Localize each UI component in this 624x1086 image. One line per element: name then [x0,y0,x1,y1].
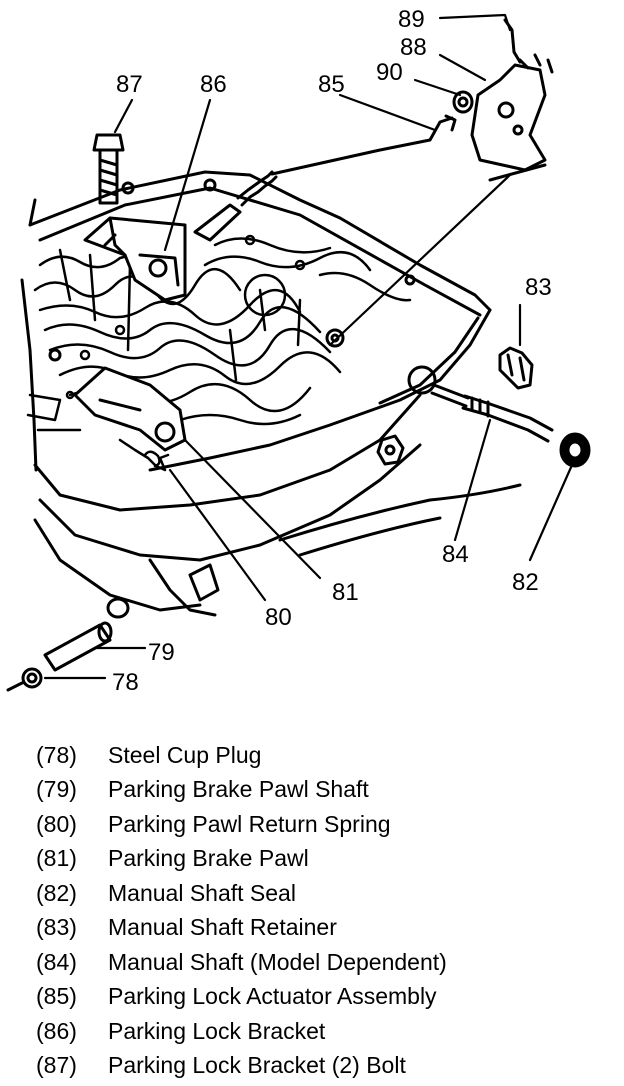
callout-87: 87 [116,71,143,98]
steel-cup-plug-part [6,667,43,692]
legend-description: Parking Lock Bracket (2) Bolt [108,1052,406,1079]
exploded-parts-diagram: 78 79 80 81 82 83 84 85 86 87 88 89 90 [6,6,591,696]
legend-item-81: (81) Parking Brake Pawl [36,842,616,877]
legend-description: Parking Lock Bracket [108,1017,326,1044]
legend-item-87: (87) Parking Lock Bracket (2) Bolt [36,1049,616,1084]
callout-89: 89 [398,6,425,33]
callout-81: 81 [332,579,359,606]
legend-description: Manual Shaft (Model Dependent) [108,948,447,975]
legend-number: (87) [36,1052,77,1079]
callout-83: 83 [525,274,552,301]
legend-item-79: (79) Parking Brake Pawl Shaft [36,773,616,808]
legend-description: Parking Pawl Return Spring [108,810,391,837]
legend-number: (85) [36,983,77,1010]
legend-item-84: (84) Manual Shaft (Model Dependent) [36,945,616,980]
callout-79: 79 [148,639,175,666]
legend-description: Parking Brake Pawl [108,845,309,872]
parking-lock-bracket-part [83,216,187,302]
case-nut-part [376,434,405,466]
legend-item-85: (85) Parking Lock Actuator Assembly [36,980,616,1015]
callout-88: 88 [400,34,427,61]
pawl-shaft-part [43,597,130,672]
legend-number: (86) [36,1017,77,1044]
legend-number: (83) [36,914,77,941]
legend-item-86: (86) Parking Lock Bracket [36,1014,616,1049]
legend-description: Manual Shaft Retainer [108,914,337,941]
legend-number: (81) [36,845,77,872]
callout-85: 85 [318,71,345,98]
manual-shift-lever-part [452,18,554,182]
legend-number: (78) [36,741,77,768]
legend-number: (79) [36,776,77,803]
manual-shaft-retainer-part [498,346,534,390]
callout-84: 84 [442,541,469,568]
leader-lines [43,13,574,680]
legend-number: (80) [36,810,77,837]
legend-number: (84) [36,948,77,975]
legend-item-82: (82) Manual Shaft Seal [36,876,616,911]
legend-description: Parking Lock Actuator Assembly [108,983,437,1010]
legend-description: Parking Brake Pawl Shaft [108,776,369,803]
callout-86: 86 [200,71,227,98]
legend-item-83: (83) Manual Shaft Retainer [36,911,616,946]
callout-labels: 78 79 80 81 82 83 84 85 86 87 88 89 90 [112,6,552,696]
callout-82: 82 [512,569,539,596]
callout-90: 90 [376,59,403,86]
callout-78: 78 [112,669,139,696]
legend-item-80: (80) Parking Pawl Return Spring [36,807,616,842]
manual-shaft-part [407,365,591,468]
parking-brake-pawl-part [73,366,187,452]
legend-number: (82) [36,879,77,906]
parking-lock-actuator-part [193,114,457,242]
parts-legend: (78) Steel Cup Plug (79) Parking Brake P… [36,738,616,1083]
legend-description: Manual Shaft Seal [108,879,296,906]
parking-pawl-return-spring-part [118,438,170,472]
legend-description: Steel Cup Plug [108,741,262,768]
legend-item-78: (78) Steel Cup Plug [36,738,616,773]
callout-80: 80 [265,604,292,631]
bracket-bolt-part [92,133,125,205]
